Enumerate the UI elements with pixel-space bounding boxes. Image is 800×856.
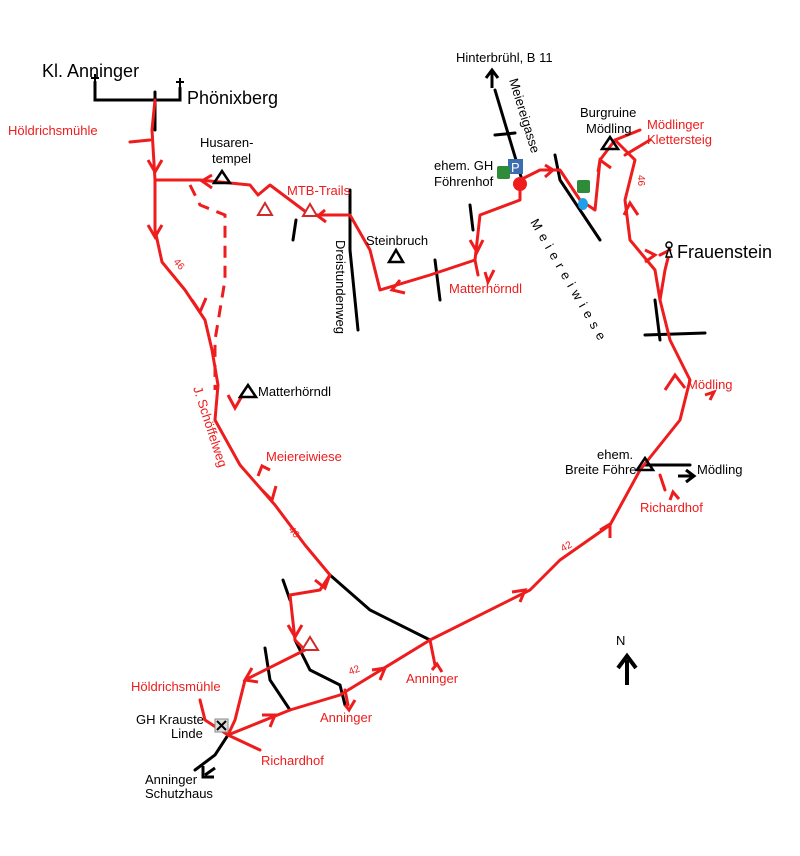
- label-steinbruch: Steinbruch: [366, 233, 428, 248]
- cross-icons: [91, 74, 184, 88]
- label-matterhoerndl: Matterhörndl: [258, 384, 331, 399]
- label-hoeldrichsmuehle-bottom: Höldrichsmühle: [131, 679, 221, 694]
- label-burgruine: Mödling: [586, 121, 632, 136]
- roads: [93, 80, 707, 772]
- label-foehrenhof: ehem. GH: [434, 158, 493, 173]
- label-husarentempel: tempel: [212, 151, 251, 166]
- label-krauste-linde: Linde: [171, 726, 203, 741]
- trail-number: 46: [635, 175, 646, 187]
- warning-icon: [301, 202, 319, 217]
- label-dreistundenweg: Dreistundenweg: [333, 240, 348, 334]
- summit-icon: [211, 168, 233, 185]
- label-schoeffelweg: J. Schöffelweg: [190, 384, 230, 469]
- direction-arrows: [146, 157, 717, 728]
- label-anninger: Anninger: [320, 710, 373, 725]
- label-meiereiwiese-red: Meiereiwiese: [266, 449, 342, 464]
- north-label: N: [616, 633, 625, 648]
- label-mtb-trails: MTB-Trails: [287, 183, 351, 198]
- summit-icon: [634, 455, 656, 472]
- label-phoenixberg: Phönixberg: [187, 88, 278, 108]
- cross-icon: [176, 78, 184, 88]
- label-burgruine: Burgruine: [580, 105, 636, 120]
- trail-number: 42: [559, 539, 575, 554]
- north-arrow: [616, 652, 638, 685]
- hut-icon: [577, 180, 590, 193]
- warning-icon: [256, 201, 274, 216]
- start-point: [513, 177, 527, 191]
- label-krauste-linde: GH Krauste: [136, 712, 204, 727]
- warning-icons: [256, 201, 320, 651]
- cross-icon: [91, 74, 99, 84]
- label-anninger: Anninger: [406, 671, 459, 686]
- trail-number: 46: [171, 257, 187, 273]
- label-schutzhaus: Schutzhaus: [145, 786, 213, 801]
- label-moedling-red: Mödling: [687, 377, 733, 392]
- label-richardhof-right: Richardhof: [640, 500, 703, 515]
- hut-icon: [497, 166, 510, 179]
- label-moedling-road: Mödling: [697, 462, 743, 477]
- label-frauenstein: Frauenstein: [677, 242, 772, 262]
- label-kl-anninger: Kl. Anninger: [42, 61, 139, 81]
- label-klettersteig: Mödlinger: [647, 117, 705, 132]
- summit-icon: [386, 247, 406, 264]
- label-husarentempel: Husaren-: [200, 135, 253, 150]
- summit-icons: [211, 134, 656, 472]
- label-foehrenhof: Föhrenhof: [434, 174, 494, 189]
- parking-icon: [508, 159, 523, 174]
- restaurant-icon: [214, 718, 229, 733]
- summit-icon: [237, 382, 259, 399]
- warning-icon: [300, 635, 320, 651]
- parking-label: P: [511, 160, 520, 175]
- water-icon: [578, 198, 588, 210]
- label-hinterbruehl: Hinterbrühl, B 11: [456, 50, 553, 65]
- road-arrows: [201, 67, 697, 779]
- label-breite-foehre: ehem.: [597, 447, 633, 462]
- label-hoeldrichsmuehle: Höldrichsmühle: [8, 123, 98, 138]
- summit-icon: [599, 134, 621, 151]
- label-richardhof-bottom: Richardhof: [261, 753, 324, 768]
- trail-number: 42: [347, 664, 362, 678]
- label-breite-foehre: Breite Föhre: [565, 462, 637, 477]
- label-matterhoerndl-red: Matterhörndl: [449, 281, 522, 296]
- label-klettersteig: Klettersteig: [647, 132, 712, 147]
- tower-icon: [664, 241, 674, 258]
- label-schutzhaus: Anninger: [145, 772, 198, 787]
